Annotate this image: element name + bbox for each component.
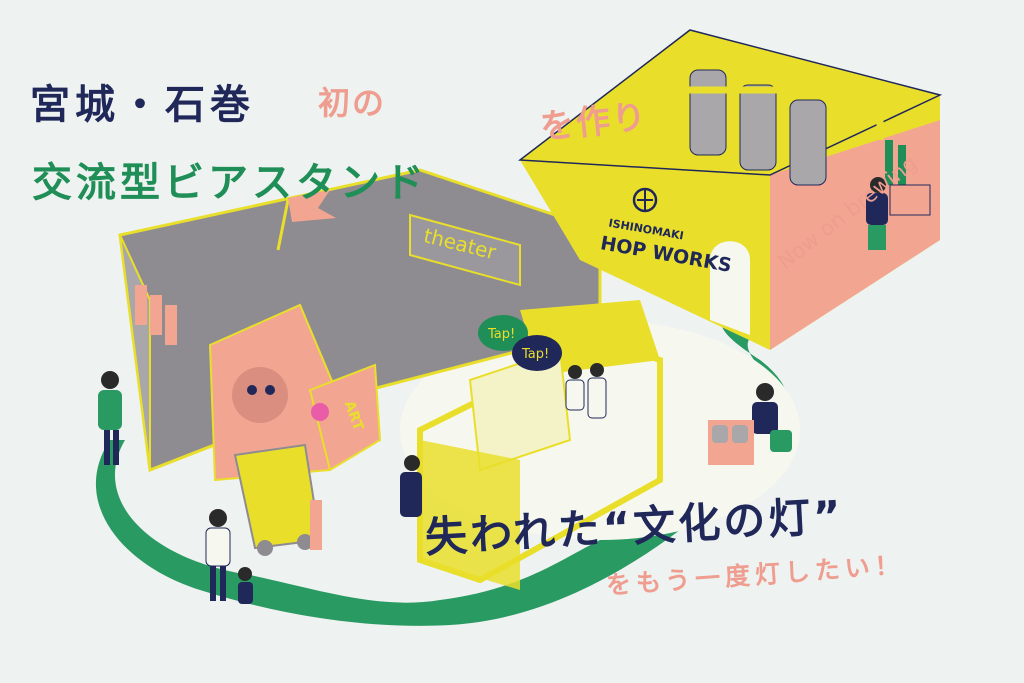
headline-line1-suffix: 初の [318, 84, 387, 122]
beer-stand [417, 300, 663, 590]
person-stand-customer [400, 455, 422, 517]
tap-bubble-2-label: Tap! [521, 347, 549, 362]
person-child [238, 567, 253, 604]
flag [276, 190, 336, 251]
tap-bubble-2: Tap! [512, 335, 562, 371]
person-keg-worker [708, 383, 792, 465]
person-left-walker [98, 371, 122, 465]
food-cart [233, 443, 322, 556]
tap-bubble-1-label: Tap! [487, 327, 515, 342]
headline-line2-main: 交流型ビアスタンド [32, 160, 428, 206]
green-path [95, 300, 790, 626]
person-brewer [866, 177, 888, 250]
headline-line1-main: 宮城・石巻 [30, 82, 255, 128]
brewery-building [517, 29, 943, 350]
art-panels [208, 303, 382, 482]
person-bartender [565, 363, 607, 419]
tap-bubble-1: Tap! [478, 315, 528, 351]
person-adult [205, 509, 231, 601]
